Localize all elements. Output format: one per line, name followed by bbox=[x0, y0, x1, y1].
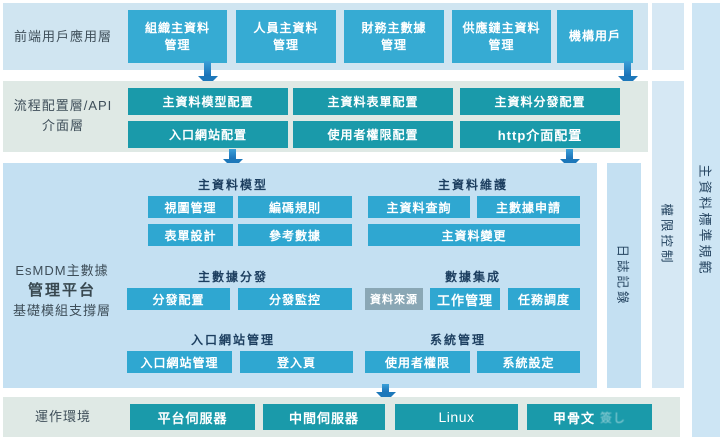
api-layer-label: 流程配置層/API 介面層 bbox=[8, 88, 118, 144]
platform-label-line3: 基礎模組支撐層 bbox=[12, 303, 111, 318]
arrow-shaft bbox=[204, 61, 211, 77]
api-box-portal-config: 入口網站配置 bbox=[128, 121, 288, 148]
box-oracle: 甲骨文 簽し bbox=[527, 404, 652, 430]
section-title-master-data-model: 主資料模型 bbox=[197, 178, 268, 192]
box-reference-data: 參考數據 bbox=[238, 224, 352, 246]
section-title-data-integration: 數據集成 bbox=[444, 270, 501, 284]
section-title-portal-management: 入口網站管理 bbox=[190, 333, 275, 347]
arrow-shaft bbox=[229, 149, 236, 160]
api-box-form-config: 主資料表單配置 bbox=[293, 88, 453, 115]
arrow-shaft bbox=[566, 149, 573, 160]
box-system-settings: 系統設定 bbox=[477, 351, 580, 373]
permission-control-bar-top-segment bbox=[652, 3, 684, 70]
box-data-source: 資料來源 bbox=[365, 288, 423, 310]
api-box-http-interface-config: http介面配置 bbox=[460, 121, 620, 148]
box-view-management: 視圖管理 bbox=[148, 196, 233, 218]
frontend-box-org-master-data: 組織主資料 管理 bbox=[128, 10, 227, 63]
section-title-data-distribution: 主數據分發 bbox=[197, 270, 268, 284]
frontend-layer-label: 前端用戶應用層 bbox=[13, 28, 112, 44]
box-coding-rules: 編碼規則 bbox=[238, 196, 352, 218]
box-distribution-config: 分發配置 bbox=[127, 288, 230, 310]
permission-control-bar-label: 權限控制 bbox=[659, 203, 674, 266]
box-login-page: 登入頁 bbox=[240, 351, 353, 373]
arrow-shaft bbox=[624, 61, 631, 77]
box-oracle-label: 甲骨文 bbox=[552, 410, 595, 426]
section-title-system-management: 系統管理 bbox=[429, 333, 486, 347]
box-linux: Linux bbox=[395, 404, 518, 430]
box-platform-server: 平台伺服器 bbox=[130, 404, 255, 430]
section-title-master-data-maintenance: 主資料維護 bbox=[437, 178, 508, 192]
master-data-standard-bar-label: 主資料標準規範 bbox=[697, 163, 713, 277]
runtime-layer-label: 運作環境 bbox=[34, 409, 91, 424]
platform-label-line1: EsMDM主數據 bbox=[15, 263, 109, 278]
arrow-shaft bbox=[382, 384, 389, 393]
box-portal-management: 入口網站管理 bbox=[127, 351, 232, 373]
permission-control-bar: 權限控制 bbox=[652, 81, 684, 388]
platform-label-line2: 管理平台 bbox=[27, 282, 96, 299]
frontend-box-supply-chain-master-data: 供應鏈主資料 管理 bbox=[452, 10, 551, 63]
api-box-model-config: 主資料模型配置 bbox=[128, 88, 288, 115]
box-master-data-change: 主資料變更 bbox=[368, 224, 580, 246]
api-box-user-permission-config: 使用者權限配置 bbox=[293, 121, 453, 148]
box-task-schedule: 任務調度 bbox=[508, 288, 580, 310]
box-master-data-apply: 主數據申請 bbox=[477, 196, 580, 218]
box-job-management: 工作管理 bbox=[430, 288, 500, 310]
master-data-standard-bar: 主資料標準規範 bbox=[692, 3, 720, 437]
frontend-box-institution-user: 機構用戶 bbox=[557, 10, 633, 63]
frontend-box-person-master-data: 人員主資料 管理 bbox=[236, 10, 336, 63]
platform-layer-label: EsMDM主數據 管理平台 基礎模組支撐層 bbox=[8, 258, 116, 324]
api-box-distribution-config: 主資料分發配置 bbox=[460, 88, 620, 115]
box-distribution-monitor: 分發監控 bbox=[238, 288, 352, 310]
frontend-box-finance-master-data: 財務主數據 管理 bbox=[344, 10, 444, 63]
watermark-text: 簽し bbox=[600, 410, 627, 425]
box-master-data-query: 主資料查詢 bbox=[368, 196, 470, 218]
api-layer-label-line1: 流程配置層/API bbox=[13, 98, 113, 113]
box-middle-server: 中間伺服器 bbox=[263, 404, 385, 430]
log-record-bar: 日誌記錄 bbox=[607, 163, 641, 388]
api-layer-label-line2: 介面層 bbox=[41, 118, 84, 133]
box-form-design: 表單設計 bbox=[148, 224, 233, 246]
box-user-permission: 使用者權限 bbox=[365, 351, 470, 373]
log-record-bar-label: 日誌記錄 bbox=[615, 244, 630, 307]
